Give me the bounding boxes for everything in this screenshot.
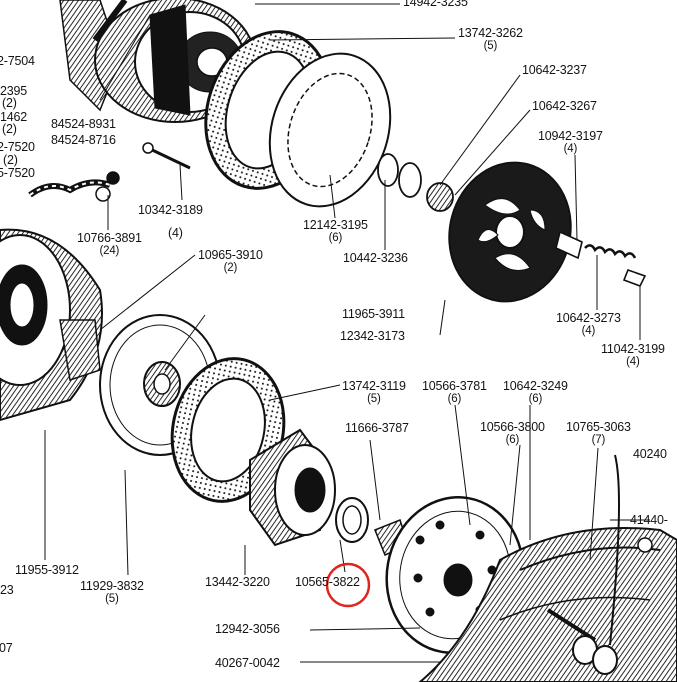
leader-lines [44,3,650,663]
part-label-13742-3262: 13742-3262 (5) [458,27,523,53]
part-quantity-2395: (2) [2,96,17,110]
part-label-10942-3197: 10942-3197 (4) [538,130,603,156]
part-label-14942-3235: 14942-3235 [403,0,468,9]
part-label-11666-3787: 11666-3787 [345,421,409,435]
cover-bolts [546,454,620,675]
stud-and-spring [555,230,647,288]
part-label-10642-3273: 10642-3273 (4) [556,312,621,338]
part-label-5-7520: 5-7520 [0,166,35,180]
part-number: 10642-3249 [503,379,568,393]
part-quantity: (6) [447,393,462,405]
part-number: 11042-3199 [601,342,665,356]
long-bolt [142,142,191,170]
part-number: 12142-3195 [303,218,368,232]
part-quantity: (7) [591,434,606,446]
part-label-11929-3832: 11929-3832 (5) [80,580,144,606]
part-label-10342-3189: 10342-3189 [138,203,203,217]
part-label-10642-3237: 10642-3237 [522,63,587,77]
part-quantity: (5) [105,593,119,605]
part-label-10766-3891: 10766-3891 (24) [77,232,142,258]
sprocket-cover [448,161,572,303]
part-quantity: (5) [483,40,498,52]
part-number: 10566-3781 [422,379,487,393]
part-label-10765-3063: 10765-3063 (7) [566,421,631,447]
part-label-13442-3220: 13442-3220 [205,575,270,589]
part-label-10566-3800: 10566-3800 (6) [480,421,545,447]
part-quantity-10342-3189: (4) [168,226,183,240]
part-label-10442-3236: 10442-3236 [343,251,408,265]
part-quantity: (6) [328,232,343,244]
part-number: 10765-3063 [566,420,631,434]
part-label-40240: 40240 [633,447,667,461]
part-quantity: (4) [581,325,596,337]
part-label-40267-0042: 40267-0042 [215,656,280,670]
clutch-centre-hub [249,428,336,547]
part-label-10642-3267: 10642-3267 [532,99,597,113]
part-number: 10642-3273 [556,311,621,325]
part-label-10565-3822: 10565-3822 [295,575,360,589]
part-label-12342-3173: 12342-3173 [340,329,405,343]
part-quantity-2-7520: (2) [3,153,18,167]
part-quantity: (5) [367,393,381,405]
part-label-12142-3195: 12142-3195 (6) [303,219,368,245]
part-label-84524-8716: 84524-8716 [51,133,116,147]
part-quantity: (24) [99,245,120,257]
part-label-11965-3911: 11965-3911 [342,307,405,321]
part-label-10566-3781: 10566-3781 (6) [422,380,487,406]
part-label-2-7504: 2-7504 [0,54,35,68]
gearbox-casing [418,527,677,682]
part-label-11955-3912: 11955-3912 [15,563,79,577]
highlight-circle [325,562,371,608]
part-label-2-7520: 2-7520 [0,140,35,154]
part-label-10965-3910: 10965-3910 (2) [198,249,263,275]
part-label-10642-3249: 10642-3249 (6) [503,380,568,406]
part-quantity: (4) [626,356,640,368]
part-label-84524-8931: 84524-8931 [51,117,116,131]
part-quantity: (6) [528,393,543,405]
part-label-fragment-07: 07 [0,641,13,655]
part-label-13742-3119: 13742-3119 (5) [342,380,406,406]
part-number: 10942-3197 [538,129,603,143]
upper-plain-plate [268,52,392,208]
part-quantity-1462: (2) [2,122,17,136]
part-number: 10566-3800 [480,420,545,434]
part-quantity: (2) [223,262,238,274]
part-number: 10965-3910 [198,248,263,262]
part-number: 13742-3119 [342,379,406,393]
part-quantity: (4) [563,143,578,155]
part-number: 10766-3891 [77,231,142,245]
part-label-11042-3199: 11042-3199 (4) [601,343,665,369]
part-label-41440: 41440- [630,513,668,527]
part-label-1462: 1462 [0,110,28,124]
washers-top [377,153,454,212]
part-quantity: (6) [505,434,520,446]
part-label-2395: 2395 [0,84,28,98]
part-label-12942-3056: 12942-3056 [215,622,280,636]
main-clutch-drum [0,228,103,422]
part-number: 11929-3832 [80,579,144,593]
part-number: 13742-3262 [458,26,523,40]
chain-links [28,171,120,202]
part-label-fragment-23: 23 [0,583,14,597]
